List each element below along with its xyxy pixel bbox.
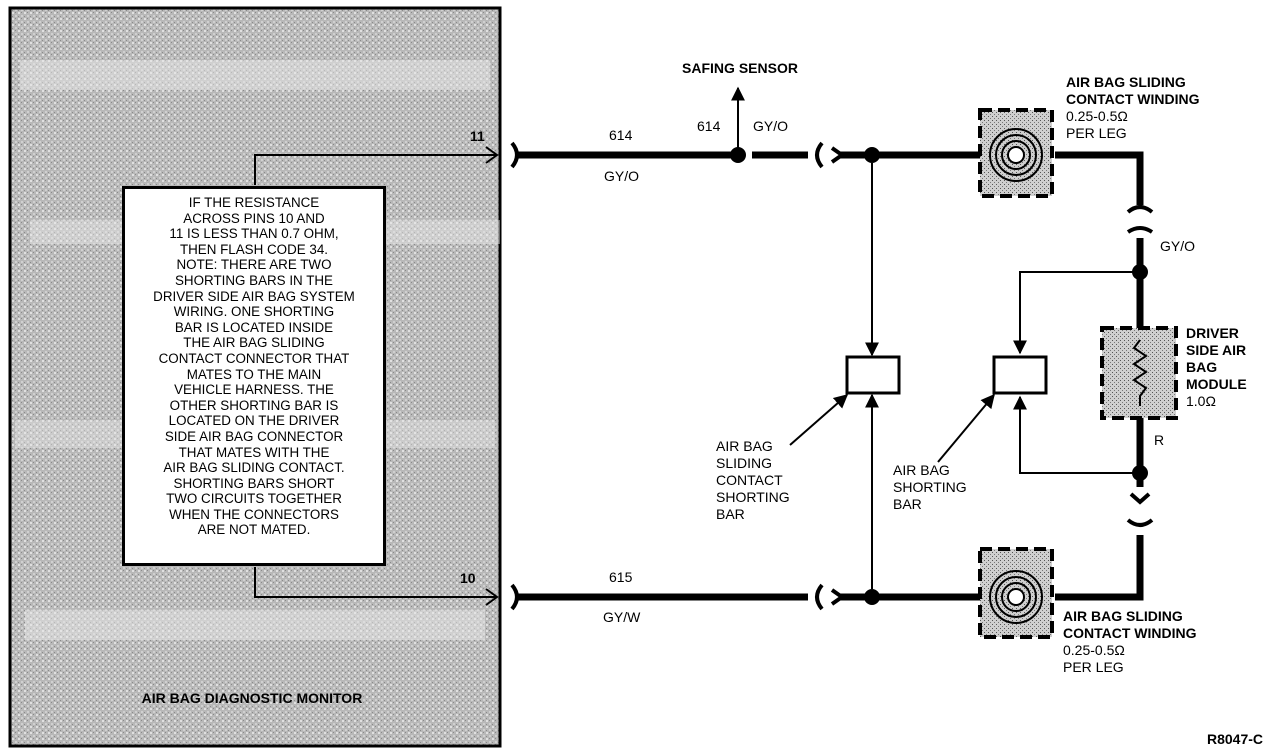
monitor-internal-leads bbox=[254, 146, 499, 606]
svg-text:1.0Ω: 1.0Ω bbox=[1186, 393, 1216, 409]
note-line: SHORTING BARS SHORT bbox=[173, 475, 335, 491]
note-line: SIDE AIR BAG CONNECTOR bbox=[164, 428, 344, 444]
svg-text:BAR: BAR bbox=[716, 506, 745, 522]
note-line: TWO CIRCUITS TOGETHER bbox=[166, 491, 342, 507]
monitor-title: AIR BAG DIAGNOSTIC MONITOR bbox=[142, 690, 363, 706]
note-line: CONTACT CONNECTOR THAT bbox=[158, 350, 350, 366]
svg-text:SIDE AIR: SIDE AIR bbox=[1186, 342, 1246, 358]
module-shorting-bar-label: AIR BAG SHORTING BAR bbox=[893, 462, 967, 512]
svg-text:CONTACT WINDING: CONTACT WINDING bbox=[1066, 91, 1200, 107]
winding-top-label: AIR BAG SLIDING CONTACT WINDING 0.25-0.5… bbox=[1066, 74, 1200, 141]
wire-right-top-color: GY/O bbox=[1160, 238, 1195, 254]
svg-text:CONTACT: CONTACT bbox=[716, 472, 783, 488]
harness-connectors bbox=[815, 141, 1154, 611]
module-label: DRIVER SIDE AIR BAG MODULE 1.0Ω bbox=[1186, 325, 1247, 409]
splice-points bbox=[730, 147, 1148, 605]
svg-text:SLIDING: SLIDING bbox=[716, 455, 772, 471]
svg-text:SHORTING: SHORTING bbox=[716, 489, 790, 505]
wire-615-circuit: 615 bbox=[609, 569, 633, 585]
winding-bottom-label: AIR BAG SLIDING CONTACT WINDING 0.25-0.5… bbox=[1063, 608, 1197, 675]
svg-text:0.25-0.5Ω: 0.25-0.5Ω bbox=[1066, 108, 1128, 124]
wire-614-branch-circuit: 614 bbox=[697, 118, 721, 134]
wire-614-circuit: 614 bbox=[609, 127, 633, 143]
note-line: OTHER SHORTING BAR IS bbox=[169, 397, 339, 413]
pin-11-label: 11 bbox=[470, 128, 485, 144]
svg-text:AIR BAG: AIR BAG bbox=[716, 438, 773, 454]
svg-text:DRIVER: DRIVER bbox=[1186, 325, 1239, 341]
monitor-connectors bbox=[510, 141, 519, 611]
svg-text:PER LEG: PER LEG bbox=[1066, 125, 1127, 141]
module-shorting-bar bbox=[937, 271, 1140, 474]
note-line: ARE NOT MATED. bbox=[197, 522, 311, 538]
winding-bottom bbox=[978, 547, 1054, 639]
note-line: AIR BAG SLIDING CONTACT. bbox=[163, 460, 345, 476]
note-line: ACROSS PINS 10 AND bbox=[183, 210, 325, 226]
svg-text:BAG: BAG bbox=[1186, 359, 1217, 375]
svg-text:AIR BAG: AIR BAG bbox=[893, 462, 950, 478]
note-line: MATES TO THE MAIN bbox=[186, 366, 322, 382]
note-line: LOCATED ON THE DRIVER bbox=[168, 413, 340, 429]
note-line: WHEN THE CONNECTORS bbox=[169, 506, 339, 522]
svg-text:AIR BAG SLIDING: AIR BAG SLIDING bbox=[1063, 608, 1183, 624]
contact-shorting-bar bbox=[789, 163, 901, 589]
note-line: THEN FLASH CODE 34. bbox=[179, 241, 329, 257]
note-line: THE AIR BAG SLIDING bbox=[183, 335, 325, 351]
svg-text:AIR BAG SLIDING: AIR BAG SLIDING bbox=[1066, 74, 1186, 90]
driver-air-bag-module bbox=[1100, 326, 1178, 420]
svg-text:CONTACT WINDING: CONTACT WINDING bbox=[1063, 625, 1197, 641]
wire-614-color: GY/O bbox=[604, 168, 639, 184]
svg-text:SHORTING: SHORTING bbox=[893, 479, 967, 495]
note-line: WIRING. ONE SHORTING bbox=[173, 304, 335, 320]
safing-sensor-label: SAFING SENSOR bbox=[682, 60, 798, 76]
svg-text:0.25-0.5Ω: 0.25-0.5Ω bbox=[1063, 642, 1125, 658]
note-line: 11 IS LESS THAN 0.7 OHM, bbox=[169, 226, 339, 242]
wire-614-branch-color: GY/O bbox=[753, 118, 788, 134]
svg-text:BAR: BAR bbox=[893, 496, 922, 512]
note-line: IF THE RESISTANCE bbox=[188, 195, 320, 210]
wire-right-bottom-color: R bbox=[1154, 432, 1164, 448]
pin-10-label: 10 bbox=[460, 570, 476, 586]
note-line: SHORTING BARS IN THE bbox=[175, 272, 333, 288]
contact-shorting-bar-label: AIR BAG SLIDING CONTACT SHORTING BAR bbox=[716, 438, 790, 522]
diagnostic-monitor: AIR BAG DIAGNOSTIC MONITOR bbox=[8, 6, 502, 748]
wire-615-color: GY/W bbox=[603, 609, 641, 625]
note-line: THAT MATES WITH THE bbox=[178, 444, 330, 460]
note-line: VEHICLE HARNESS. THE bbox=[174, 382, 334, 398]
note-line: NOTE: THERE ARE TWO bbox=[176, 257, 332, 273]
svg-text:PER LEG: PER LEG bbox=[1063, 659, 1124, 675]
figure-id: R8047-C bbox=[1207, 731, 1263, 747]
svg-text:MODULE: MODULE bbox=[1186, 376, 1247, 392]
note-line: DRIVER SIDE AIR BAG SYSTEM bbox=[153, 288, 355, 304]
winding-top bbox=[978, 108, 1054, 198]
note-line: BAR IS LOCATED INSIDE bbox=[174, 319, 334, 335]
